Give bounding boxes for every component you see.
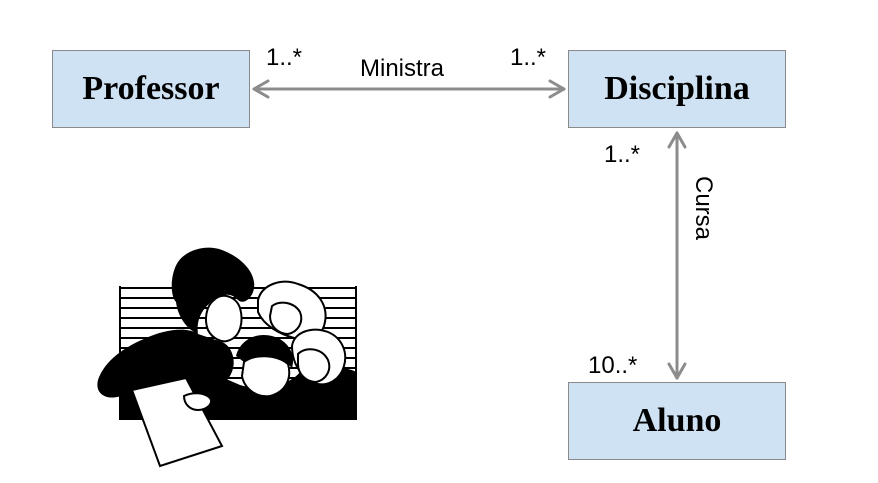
cursa-arrow-top: [667, 131, 687, 149]
cursa-multiplicity-aluno: 10..*: [588, 352, 638, 379]
teacher-hand: [182, 392, 212, 412]
teacher-body: [97, 329, 234, 414]
teacher-hair: [171, 247, 255, 334]
child-one-face: [240, 355, 291, 398]
professor-class-box: Professor: [52, 50, 250, 128]
ministra-arrow-left: [252, 79, 270, 99]
paper-sheet: [130, 376, 224, 468]
disciplina-class-name: Disciplina: [604, 70, 750, 107]
child-three-face: [297, 348, 331, 384]
ministra-multiplicity-disciplina: 1..*: [510, 44, 547, 71]
ministra-arrow-right: [548, 79, 566, 99]
teacher-face: [205, 294, 243, 343]
aluno-class-box: Aluno: [568, 382, 786, 460]
ministra-multiplicity-professor: 1..*: [266, 44, 303, 71]
ministra-association-label: Ministra: [360, 55, 445, 82]
cursa-arrow-bottom: [667, 362, 687, 380]
child-one-hair: [236, 334, 294, 368]
professor-class-name: Professor: [82, 70, 220, 107]
cursa-multiplicity-disciplina: 1..*: [604, 141, 641, 168]
disciplina-class-box: Disciplina: [568, 50, 786, 128]
child-two-face: [268, 301, 303, 336]
aluno-class-name: Aluno: [632, 402, 722, 439]
